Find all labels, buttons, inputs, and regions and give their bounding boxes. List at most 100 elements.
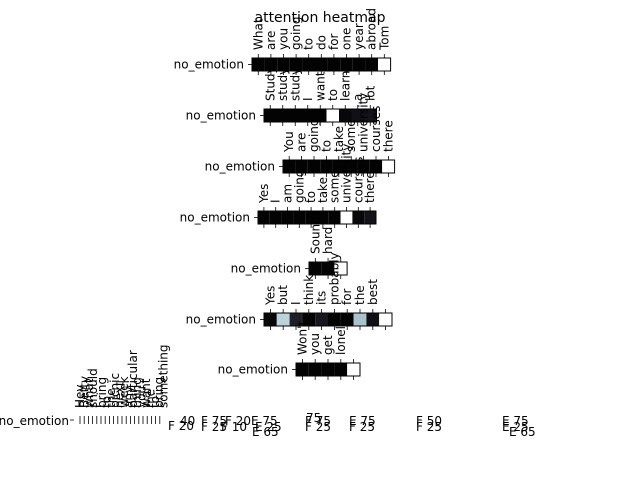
token-label: You: [282, 131, 296, 153]
heatmap-row: no_emotionStudystudystudyIwanttolearnalo…: [186, 66, 377, 126]
token-label: get: [321, 335, 335, 355]
token-label: one: [340, 28, 354, 50]
token-label: to: [326, 89, 340, 101]
tick-label: F 25: [416, 420, 442, 434]
heatmap-cell: [332, 160, 345, 173]
heatmap-cell: [345, 160, 358, 173]
heatmap-cell: [364, 211, 376, 224]
heatmap-cell: [289, 109, 302, 122]
tick-label: F 75: [305, 414, 331, 428]
token-label: any: [121, 386, 135, 408]
heatmap-cell: [334, 363, 348, 376]
heatmap-cell: [366, 313, 380, 326]
token-label: learn: [338, 71, 352, 101]
row-label: no_emotion: [174, 58, 244, 72]
token-label: Sounds: [308, 210, 322, 254]
heatmap-cell: [252, 58, 265, 71]
token-label: its: [315, 291, 329, 305]
heatmap-cell: [276, 109, 289, 122]
token-label: particular: [126, 350, 140, 408]
heatmap-cell: [379, 313, 392, 326]
heatmap-row: no_emotionWhatareyougoingtodoforoneyeara…: [174, 8, 391, 75]
heatmap-cell: [369, 160, 383, 173]
token-label: some: [344, 119, 358, 152]
heatmap-cell: [264, 58, 278, 71]
heatmap-row: no_emotionYouaregoingtotakesomeuniversit…: [205, 93, 395, 177]
heatmap-cell: [351, 109, 364, 122]
heatmap-row: no_emotionYesIamgoingtotakesomeuniversit…: [180, 144, 377, 228]
heatmap-cell: [295, 160, 308, 173]
tick-label: F 25: [349, 420, 375, 434]
token-label: take: [332, 126, 346, 152]
row-label: no_emotion: [205, 160, 275, 174]
token-label: year: [352, 23, 366, 50]
token-label: you: [277, 28, 291, 50]
heatmap-cell: [309, 262, 322, 275]
token-label: Yes: [257, 184, 271, 204]
token-label: I: [269, 199, 283, 203]
heatmap-cell: [302, 58, 315, 71]
tick-label: F 10: [221, 420, 247, 434]
heatmap-cell: [382, 160, 395, 173]
token-label: are: [264, 31, 278, 50]
heatmap-cell: [326, 109, 339, 122]
heatmap-cell: [340, 58, 353, 71]
heatmap-cell: [327, 58, 341, 71]
tick-label: E 65: [252, 425, 279, 439]
token-label: some: [328, 170, 342, 203]
heatmap-cell: [308, 363, 322, 376]
tick-label: 75: [306, 411, 321, 425]
token-label: going: [289, 16, 303, 50]
heatmap-cell: [328, 313, 341, 326]
heatmap-cell: [365, 58, 378, 71]
token-label: going: [292, 169, 306, 203]
row-label: no_emotion: [0, 414, 69, 428]
token-label: I: [289, 301, 303, 305]
token-label: Yes: [263, 286, 277, 306]
token-label: thing: [130, 377, 144, 408]
row-label: no_emotion: [186, 313, 256, 327]
token-label: but: [276, 285, 290, 305]
heatmap-cell: [258, 211, 270, 224]
token-label: university: [357, 93, 371, 152]
heatmap-cell: [277, 58, 290, 71]
row-label: no_emotion: [218, 363, 288, 377]
token-label: lot: [363, 85, 377, 101]
heatmap-cell: [357, 160, 370, 173]
token-label: are: [295, 133, 309, 152]
heatmap-cell: [276, 313, 290, 326]
row-label: no_emotion: [231, 262, 301, 276]
token-label: I: [91, 404, 105, 408]
token-label: want: [139, 378, 153, 408]
tick-label: E 65: [509, 425, 536, 439]
token-label: Betty: [77, 376, 91, 408]
heatmap-cell: [315, 58, 328, 71]
token-label: study: [276, 68, 290, 101]
heatmap-cell: [269, 211, 282, 224]
token-label: probably: [327, 252, 341, 305]
token-label: what: [82, 378, 96, 408]
heatmap-cell: [296, 363, 309, 376]
heatmap-cell: [320, 160, 333, 173]
token-label: you: [135, 386, 149, 408]
row-label: no_emotion: [180, 211, 250, 225]
token-label: to: [99, 396, 113, 408]
tick-label: F 20: [225, 414, 251, 428]
tick-label: E 25: [255, 420, 282, 434]
tick-label: E 75: [349, 414, 376, 428]
token-label: for: [327, 33, 341, 50]
heatmap-cell: [307, 160, 321, 173]
heatmap-cell: [302, 313, 316, 326]
token-label: something: [157, 344, 171, 408]
token-label: university: [340, 144, 354, 203]
heatmap-panels: no_emotionWhatareyougoingtodoforoneyeara…: [174, 8, 395, 380]
tick-label: E 25: [502, 420, 529, 434]
token-label: Hey: [73, 384, 87, 408]
token-label: bring: [95, 377, 109, 408]
heatmap-cell: [340, 313, 354, 326]
token-label: should: [86, 368, 100, 408]
token-label: there: [363, 171, 377, 203]
token-label: do: [314, 35, 328, 50]
